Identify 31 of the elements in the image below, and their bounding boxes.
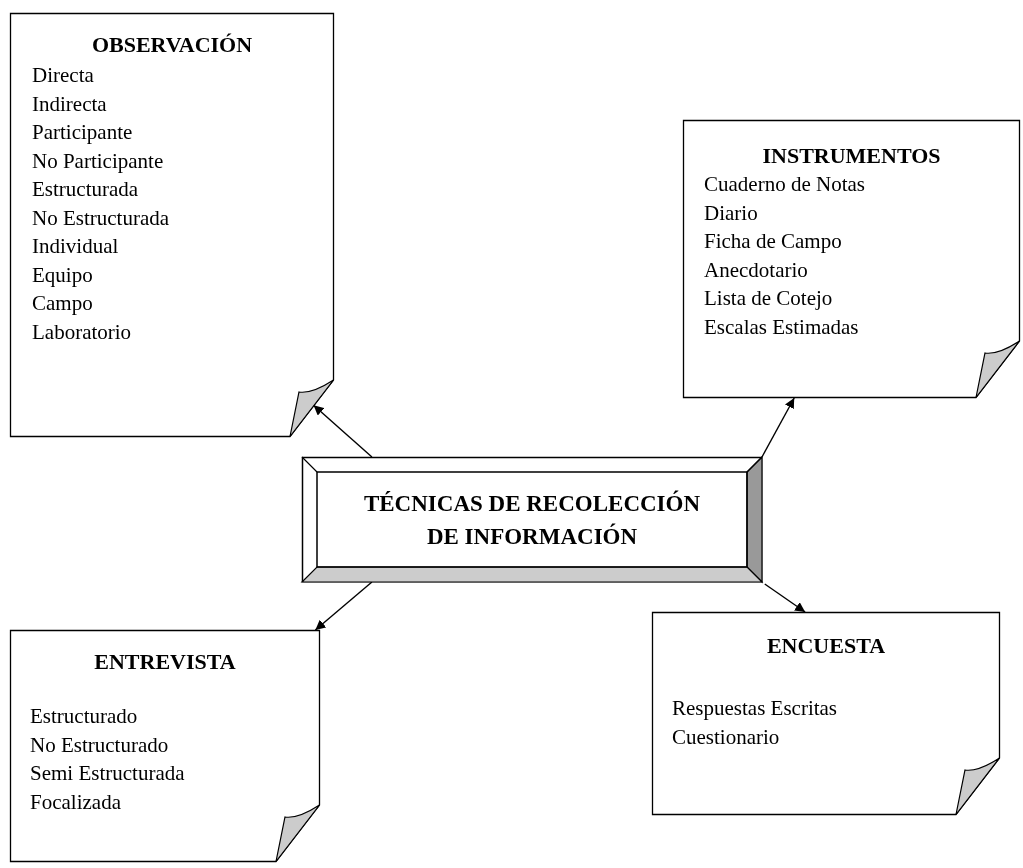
list-item: Campo	[32, 290, 93, 317]
list-item: Laboratorio	[32, 318, 132, 346]
heading: ENCUESTA	[765, 632, 887, 660]
list-item: Estructurada	[32, 176, 139, 203]
list-item: Cuaderno de Notas	[704, 171, 865, 198]
arrow	[314, 581, 373, 631]
list-item: Equipo	[32, 261, 93, 289]
list-item: Lista de Cotejo	[704, 285, 833, 312]
list-item: Individual	[32, 233, 119, 260]
list-item: Anecdotario	[704, 256, 808, 284]
arrow	[761, 397, 795, 458]
heading: INSTRUMENTOS	[761, 142, 942, 170]
list-item: Respuestas Escritas	[672, 695, 838, 722]
list-item: Participante	[32, 119, 133, 146]
list-item: Directa	[32, 62, 94, 89]
list-item: Ficha de Campo	[704, 228, 842, 255]
list-item: No Participante	[32, 147, 164, 175]
arrow	[312, 404, 373, 458]
list-item: No Estructurada	[32, 204, 170, 232]
list-item: Escalas Estimadas	[704, 313, 859, 341]
list-item: Diario	[704, 199, 758, 227]
list-item: No Estructurado	[30, 731, 169, 759]
arrow	[764, 583, 806, 613]
list-item: Semi Estructurada	[30, 760, 185, 787]
list-item: Focalizada	[30, 788, 121, 816]
list-item: Indirecta	[32, 90, 107, 118]
list-item: Cuestionario	[672, 723, 780, 751]
heading: OBSERVACIÓN	[90, 31, 254, 59]
title-text: TÉCNICAS DE RECOLECCIÓN DE INFORMACIÓN	[362, 489, 702, 551]
heading: ENTREVISTA	[93, 648, 237, 676]
list-item: Estructurado	[30, 703, 138, 730]
